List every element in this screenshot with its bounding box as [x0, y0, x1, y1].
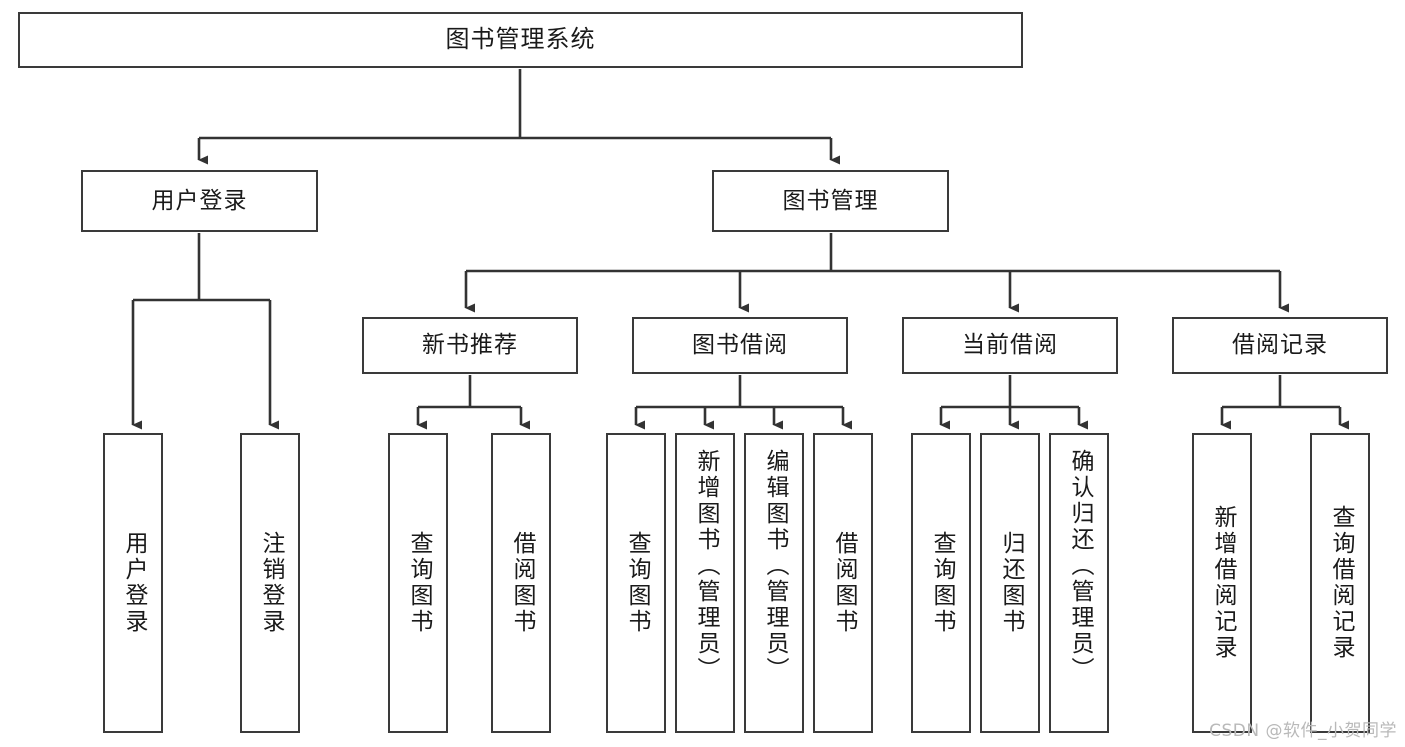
node-leaf-user-login[interactable]: 用户登录: [103, 433, 163, 733]
node-label: 借阅图书: [830, 531, 857, 635]
node-book-borrow[interactable]: 图书借阅: [632, 317, 848, 374]
node-label: 确认归还（管理员）: [1066, 449, 1093, 683]
node-label: 用户登录: [120, 531, 147, 635]
node-leaf-add-book-admin[interactable]: 新增图书（管理员）: [675, 433, 735, 733]
node-leaf-query-book-newbook[interactable]: 查询图书: [388, 433, 448, 733]
node-label: 归还图书: [997, 531, 1024, 635]
node-leaf-add-borrow-record[interactable]: 新增借阅记录: [1192, 433, 1252, 733]
node-label: 注销登录: [257, 531, 284, 635]
node-label: 新书推荐: [422, 332, 518, 359]
csdn-watermark: CSDN @软件_小贺同学: [1209, 721, 1397, 741]
node-label: 借阅记录: [1232, 332, 1328, 359]
node-label: 查询图书: [405, 531, 432, 635]
node-user-login[interactable]: 用户登录: [81, 170, 318, 232]
node-current-borrow[interactable]: 当前借阅: [902, 317, 1118, 374]
node-root-system[interactable]: 图书管理系统: [18, 12, 1023, 68]
node-leaf-query-book-current[interactable]: 查询图书: [911, 433, 971, 733]
node-borrow-record[interactable]: 借阅记录: [1172, 317, 1388, 374]
node-label: 图书管理系统: [445, 25, 596, 54]
node-label: 查询图书: [928, 531, 955, 635]
node-leaf-return-book[interactable]: 归还图书: [980, 433, 1040, 733]
node-leaf-edit-book-admin[interactable]: 编辑图书（管理员）: [744, 433, 804, 733]
node-leaf-borrow-book[interactable]: 借阅图书: [813, 433, 873, 733]
node-book-management[interactable]: 图书管理: [712, 170, 949, 232]
node-leaf-logout[interactable]: 注销登录: [240, 433, 300, 733]
node-label: 图书借阅: [692, 332, 788, 359]
node-label: 查询图书: [623, 531, 650, 635]
node-leaf-query-book-borrow[interactable]: 查询图书: [606, 433, 666, 733]
node-new-book-recommend[interactable]: 新书推荐: [362, 317, 578, 374]
node-label: 图书管理: [782, 187, 879, 214]
node-leaf-borrow-book-newbook[interactable]: 借阅图书: [491, 433, 551, 733]
node-label: 查询借阅记录: [1327, 505, 1354, 661]
node-leaf-confirm-return-admin[interactable]: 确认归还（管理员）: [1049, 433, 1109, 733]
node-label: 新增借阅记录: [1209, 505, 1236, 661]
node-label: 新增图书（管理员）: [692, 449, 719, 683]
node-label: 借阅图书: [508, 531, 535, 635]
node-label: 当前借阅: [962, 332, 1058, 359]
node-label: 用户登录: [151, 187, 248, 214]
node-label: 编辑图书（管理员）: [761, 449, 788, 683]
node-leaf-query-borrow-record[interactable]: 查询借阅记录: [1310, 433, 1370, 733]
